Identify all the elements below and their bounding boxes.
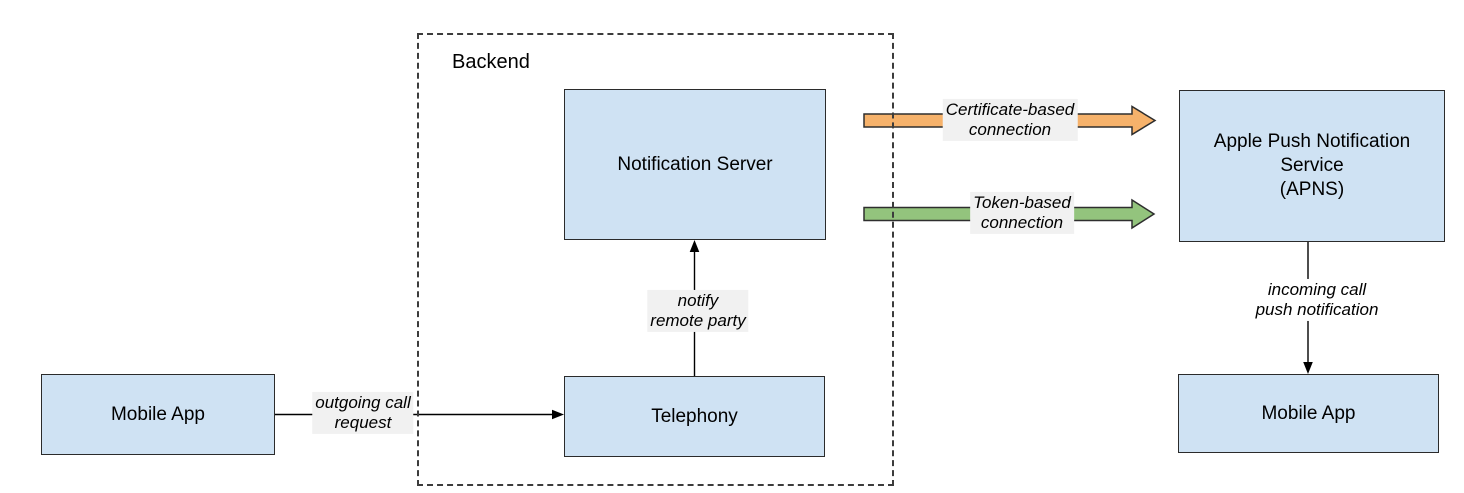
node-apns: Apple Push Notification Service (APNS) [1179, 90, 1445, 242]
node-mobile-app-left-label: Mobile App [110, 403, 205, 425]
node-apns-label: Apple Push Notification Service (APNS) [1213, 131, 1411, 200]
edge-label-incoming-push: incoming call push notification [1252, 278, 1382, 322]
node-notification-server-label: Notification Server [617, 153, 773, 175]
edge-label-certificate-connection: Certificate-based connection [942, 98, 1078, 142]
arrowhead-up-icon [689, 240, 700, 252]
node-mobile-app-right-label: Mobile App [1261, 402, 1356, 424]
arrowhead-down-icon [1303, 362, 1313, 374]
edge-label-outgoing-call: outgoing call request [312, 391, 414, 435]
edge-label-notify-remote-party: notify remote party [647, 289, 749, 333]
node-notification-server: Notification Server [564, 89, 826, 240]
node-mobile-app-left: Mobile App [41, 374, 275, 455]
node-telephony-label: Telephony [651, 405, 738, 427]
node-mobile-app-right: Mobile App [1178, 374, 1439, 453]
arrowhead-right-icon [552, 409, 564, 420]
edge-label-token-connection: Token-based connection [970, 191, 1074, 235]
node-telephony: Telephony [564, 376, 825, 457]
